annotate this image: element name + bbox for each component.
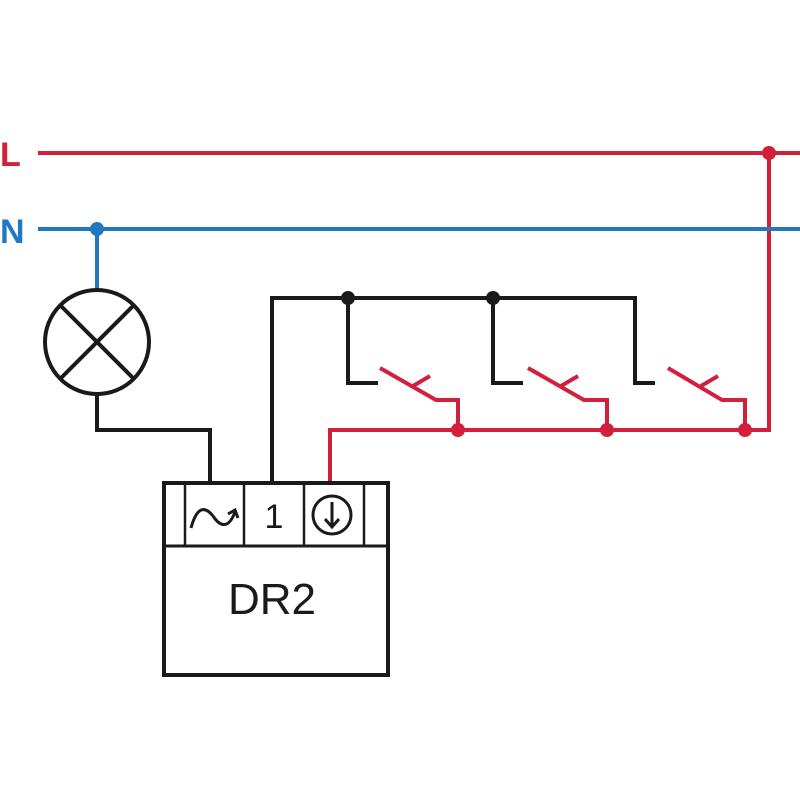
pushbutton-icon	[666, 366, 747, 430]
junction-dot	[90, 222, 104, 236]
pushbutton-1-wire	[346, 298, 378, 385]
device-name: DR2	[228, 575, 316, 624]
junction-dot	[762, 146, 776, 160]
junction-dots	[90, 146, 776, 437]
power-button-icon	[311, 494, 353, 536]
junction-dot	[600, 423, 614, 437]
neutral-wires	[38, 227, 800, 296]
lamp-load-wire	[95, 394, 212, 485]
line-drop-wire	[328, 153, 771, 485]
pushbutton-common-wire	[270, 296, 655, 485]
pushbutton-icon	[527, 366, 609, 430]
neutral-rail-label: N	[0, 213, 25, 251]
dimmer-output-icon	[189, 507, 240, 529]
dr2-device: 1 DR2	[162, 481, 390, 677]
line-rail-label: L	[0, 136, 21, 174]
lamp-icon	[43, 288, 151, 396]
terminal-1-label: 1	[265, 498, 284, 536]
line-wires	[38, 151, 800, 485]
junction-dot	[451, 423, 465, 437]
junction-dot	[486, 291, 500, 305]
control-wires	[95, 296, 655, 485]
junction-dot	[341, 291, 355, 305]
junction-dot	[738, 423, 752, 437]
pushbutton-icon	[379, 366, 460, 430]
pushbutton-2-wire	[491, 298, 523, 385]
